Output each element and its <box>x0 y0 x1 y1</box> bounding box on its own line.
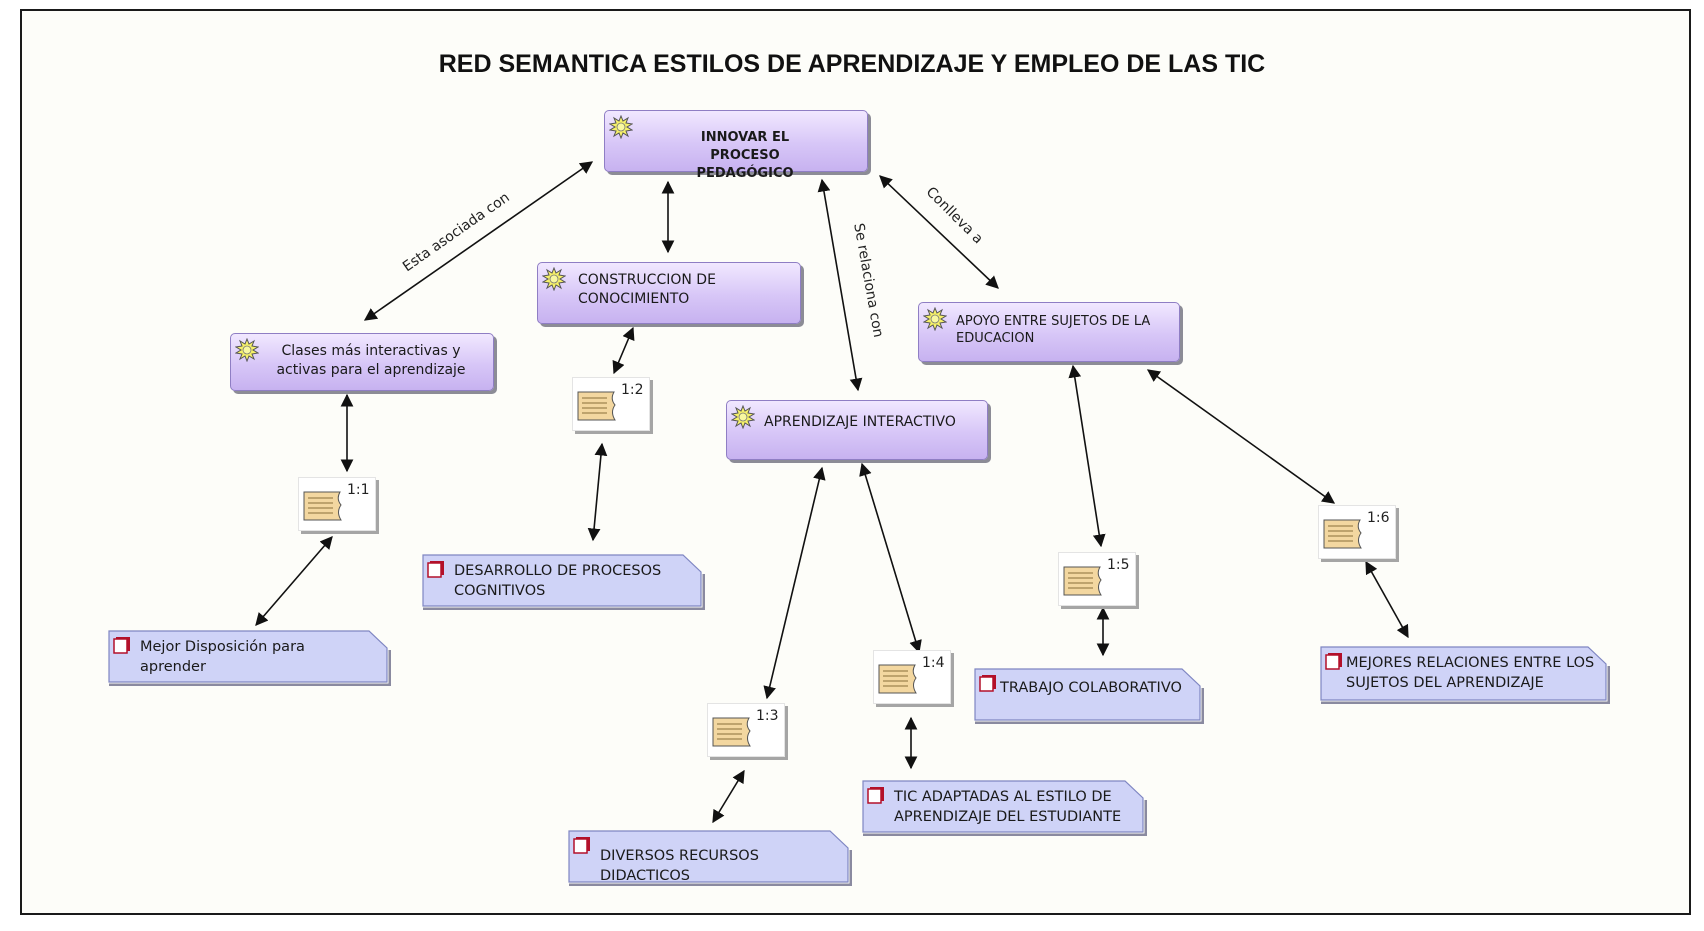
concept-label: APRENDIZAJE INTERACTIVO <box>764 414 956 430</box>
document-shape <box>862 780 1147 836</box>
quote-label: 1:5 <box>1107 557 1130 573</box>
quotation-1-6[interactable]: 1:6 <box>1318 505 1396 559</box>
link-apoyo-q6 <box>1146 369 1336 504</box>
document-icon <box>427 561 444 578</box>
document-label: Mejor Disposición para aprender <box>140 639 305 675</box>
quote-icon <box>577 391 616 421</box>
link-aprendizaje-q4 <box>859 462 922 654</box>
concept-label: INNOVAR EL PROCESO PEDAGÓGICO <box>696 130 794 181</box>
document-trabajo[interactable]: TRABAJO COLABORATIVO <box>972 666 1204 724</box>
link-q3-diversos <box>712 769 745 824</box>
concept-icon <box>235 338 259 362</box>
document-label: TRABAJO COLABORATIVO <box>1000 680 1182 696</box>
link-innovar-apoyo <box>879 175 999 289</box>
concept-label: Clases más interactivas y activas para e… <box>276 343 466 378</box>
document-icon <box>1325 653 1342 670</box>
document-label: DIVERSOS RECURSOS DIDACTICOS <box>600 848 759 884</box>
quotation-1-3[interactable]: 1:3 <box>707 703 785 757</box>
document-label: MEJORES RELACIONES ENTRE LOS SUJETOS DEL… <box>1346 655 1595 691</box>
link-innovar-clases <box>363 161 594 321</box>
quotation-1-4[interactable]: 1:4 <box>873 650 951 704</box>
concept-construccion[interactable]: CONSTRUCCION DE CONOCIMIENTO <box>537 262 801 324</box>
document-label: DESARROLLO DE PROCESOS COGNITIVOS <box>454 563 662 599</box>
link-q2-desarrollo <box>587 442 608 542</box>
link-q1-mejor <box>255 536 333 626</box>
quote-icon <box>712 717 751 747</box>
document-mejores[interactable]: MEJORES RELACIONES ENTRE LOS SUJETOS DEL… <box>1318 644 1610 704</box>
quotation-1-1[interactable]: 1:1 <box>298 477 376 531</box>
link-apoyo-q5 <box>1068 364 1106 548</box>
concept-clases[interactable]: Clases más interactivas y activas para e… <box>230 333 494 391</box>
document-label: TIC ADAPTADAS AL ESTILO DE APRENDIZAJE D… <box>894 789 1122 825</box>
concept-aprendizaje[interactable]: APRENDIZAJE INTERACTIVO <box>726 400 988 460</box>
quote-icon <box>878 664 917 694</box>
concept-icon <box>609 115 633 139</box>
concept-innovar[interactable]: INNOVAR EL PROCESO PEDAGÓGICO <box>604 110 868 181</box>
link-q6-mejores <box>1365 560 1409 639</box>
document-desarrollo[interactable]: DESARROLLO DE PROCESOS COGNITIVOS <box>420 552 705 610</box>
document-icon <box>573 837 590 854</box>
document-icon <box>979 675 996 692</box>
concept-apoyo[interactable]: APOYO ENTRE SUJETOS DE LA EDUCACION <box>918 302 1180 362</box>
document-icon <box>113 637 130 654</box>
quote-label: 1:2 <box>621 382 644 398</box>
link-construccion-q2 <box>612 326 635 375</box>
document-diversos[interactable]: DIVERSOS RECURSOS DIDACTICOS <box>566 828 852 886</box>
concept-label: CONSTRUCCION DE CONOCIMIENTO <box>578 272 716 307</box>
link-aprendizaje-q3 <box>763 466 826 700</box>
quotation-1-2[interactable]: 1:2 <box>572 377 650 431</box>
document-mejor[interactable]: Mejor Disposición para aprender <box>106 628 391 686</box>
quote-label: 1:1 <box>347 482 370 498</box>
concept-icon <box>923 307 947 331</box>
quote-icon <box>303 491 342 521</box>
document-shape <box>422 554 705 610</box>
document-tic[interactable]: TIC ADAPTADAS AL ESTILO DE APRENDIZAJE D… <box>860 778 1147 836</box>
quote-icon <box>1323 519 1362 549</box>
document-icon <box>867 787 884 804</box>
concept-icon <box>731 405 755 429</box>
quotation-1-5[interactable]: 1:5 <box>1058 552 1136 606</box>
link-innovar-aprendizaje <box>817 178 863 392</box>
quote-label: 1:6 <box>1367 510 1390 526</box>
concept-icon <box>542 267 566 291</box>
quote-label: 1:3 <box>756 708 779 724</box>
quote-icon <box>1063 566 1102 596</box>
document-shape <box>108 630 391 686</box>
document-shape <box>568 830 852 886</box>
document-shape <box>974 668 1204 724</box>
concept-label: APOYO ENTRE SUJETOS DE LA EDUCACION <box>956 314 1151 346</box>
quote-label: 1:4 <box>922 655 945 671</box>
document-shape <box>1320 646 1610 704</box>
diagram-title: RED SEMANTICA ESTILOS DE APRENDIZAJE Y E… <box>438 50 1266 78</box>
